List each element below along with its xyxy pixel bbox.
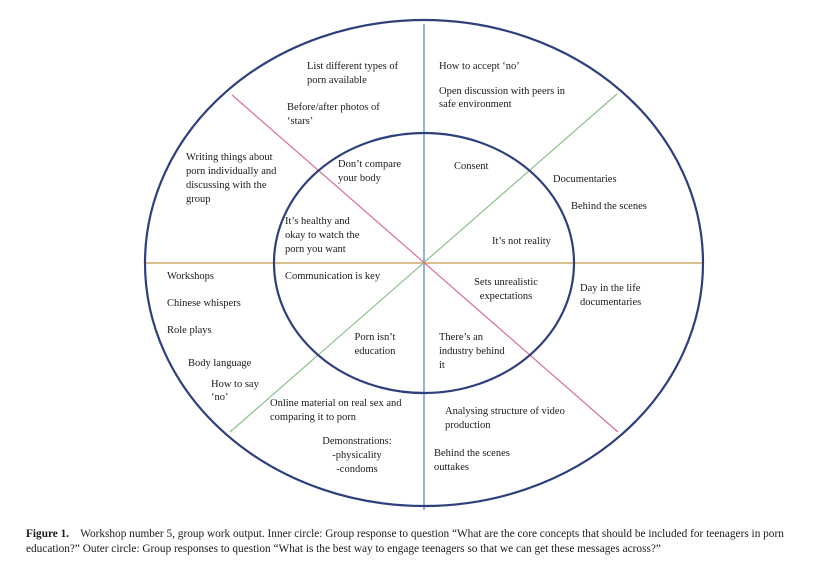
inner-circle: [272, 131, 576, 395]
wheel-diagram: [143, 18, 705, 510]
outer-label: porn individually and: [186, 166, 277, 177]
outer-label: group: [186, 194, 211, 205]
inner-label: Don’t compare: [338, 159, 402, 170]
outer-label: Documentaries: [553, 174, 617, 185]
outer-label: outtakes: [434, 462, 469, 473]
outer-label: ‘no’: [211, 392, 229, 403]
inner-label: It’s not reality: [492, 236, 551, 247]
diagonal-pink-divider: [231, 94, 619, 433]
inner-label: okay to watch the: [285, 230, 360, 241]
inner-label: it: [439, 360, 445, 371]
outer-label: Day in the life: [580, 283, 641, 294]
outer-label: List different types of: [307, 61, 399, 72]
figure-caption-text: Workshop number 5, group work output. In…: [26, 528, 784, 555]
inner-label: expectations: [479, 291, 533, 302]
outer-circle: [143, 18, 705, 508]
outer-label: Behind the scenes: [434, 448, 510, 459]
outer-label: Chinese whispers: [167, 298, 241, 309]
outer-label: comparing it to porn: [270, 412, 357, 423]
inner-label: your body: [338, 173, 381, 184]
diagonal-green-divider: [229, 93, 618, 433]
outer-label: Demonstrations:: [322, 436, 392, 447]
outer-label: porn available: [307, 75, 367, 86]
outer-label: -condoms: [336, 464, 378, 475]
outer-label: Workshops: [167, 271, 214, 282]
outer-label: How to say: [211, 379, 259, 390]
inner-label: Communication is key: [285, 271, 381, 282]
inner-label: There’s an: [439, 332, 484, 343]
inner-label: education: [354, 346, 396, 357]
outer-label: production: [445, 420, 491, 431]
outer-label: Before/after photos of: [287, 102, 380, 113]
inner-label: industry behind: [439, 346, 505, 357]
outer-label: -physicality: [332, 450, 382, 461]
inner-label: It’s healthy and: [285, 216, 350, 227]
figure-label: Figure 1.: [26, 528, 70, 540]
outer-label: How to accept ‘no’: [439, 61, 520, 72]
outer-label: documentaries: [580, 297, 642, 308]
inner-label: porn you want: [285, 244, 346, 255]
outer-label: Behind the scenes: [571, 201, 647, 212]
inner-label: Porn isn’t: [354, 332, 396, 343]
figure-caption: Figure 1. Workshop number 5, group work …: [26, 527, 826, 557]
inner-label: Consent: [454, 161, 489, 172]
outer-label: Open discussion with peers in: [439, 86, 565, 97]
outer-label: ‘stars’: [287, 116, 314, 127]
outer-label: Writing things about: [186, 152, 273, 163]
inner-label: Sets unrealistic: [474, 277, 538, 288]
outer-label: Body language: [188, 358, 252, 369]
outer-label: discussing with the: [186, 180, 267, 191]
outer-label: Analysing structure of video: [445, 406, 565, 417]
outer-label: safe environment: [439, 99, 512, 110]
outer-label: Role plays: [167, 325, 212, 336]
outer-label: Online material on real sex and: [270, 398, 402, 409]
